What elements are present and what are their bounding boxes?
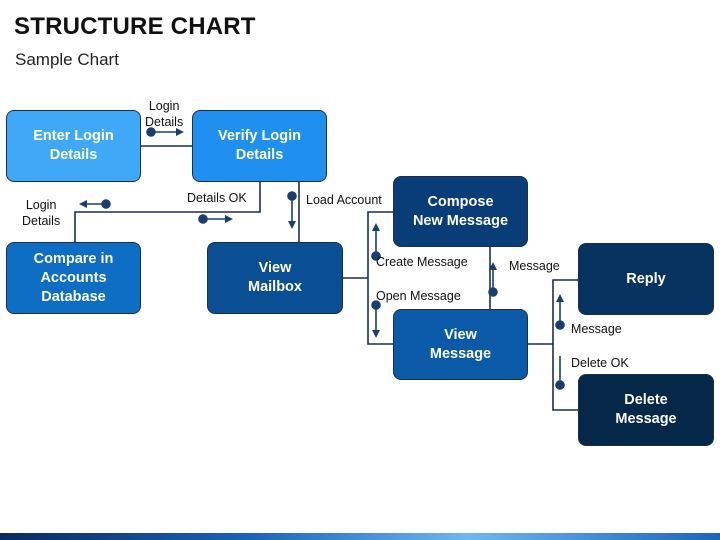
connectors bbox=[74, 145, 578, 411]
box-view-mailbox: View Mailbox bbox=[207, 242, 343, 314]
label-load-account: Load Account bbox=[306, 193, 382, 207]
label-open-message: Open Message bbox=[376, 289, 461, 303]
page-title: STRUCTURE CHART bbox=[14, 13, 256, 40]
label-create-message: Create Message bbox=[376, 255, 468, 269]
box-verify-login-details: Verify Login Details bbox=[192, 110, 327, 182]
box-reply: Reply bbox=[578, 243, 714, 315]
box-enter-login-details: Enter Login Details bbox=[6, 110, 141, 182]
label-login-details-left: Login Details bbox=[22, 198, 61, 228]
footer-bar bbox=[0, 533, 720, 540]
connector-verify-compare bbox=[74, 182, 261, 242]
box-view-message: View Message bbox=[393, 309, 528, 380]
label-details-ok: Details OK bbox=[187, 191, 247, 205]
connector-viewmsg-children bbox=[552, 279, 578, 411]
box-compose-new-message: Compose New Message bbox=[393, 176, 528, 247]
page-subtitle: Sample Chart bbox=[15, 50, 119, 69]
box-compare-accounts-database: Compare in Accounts Database bbox=[6, 242, 141, 314]
data-flows bbox=[79, 127, 565, 390]
label-message-top: Message bbox=[509, 259, 560, 273]
box-delete-message: Delete Message bbox=[578, 374, 714, 446]
connector-mailbox-children bbox=[367, 211, 393, 345]
label-message-reply: Message bbox=[571, 322, 622, 336]
label-delete-ok: Delete OK bbox=[571, 356, 629, 370]
label-login-details-top: Login Details bbox=[145, 99, 184, 129]
